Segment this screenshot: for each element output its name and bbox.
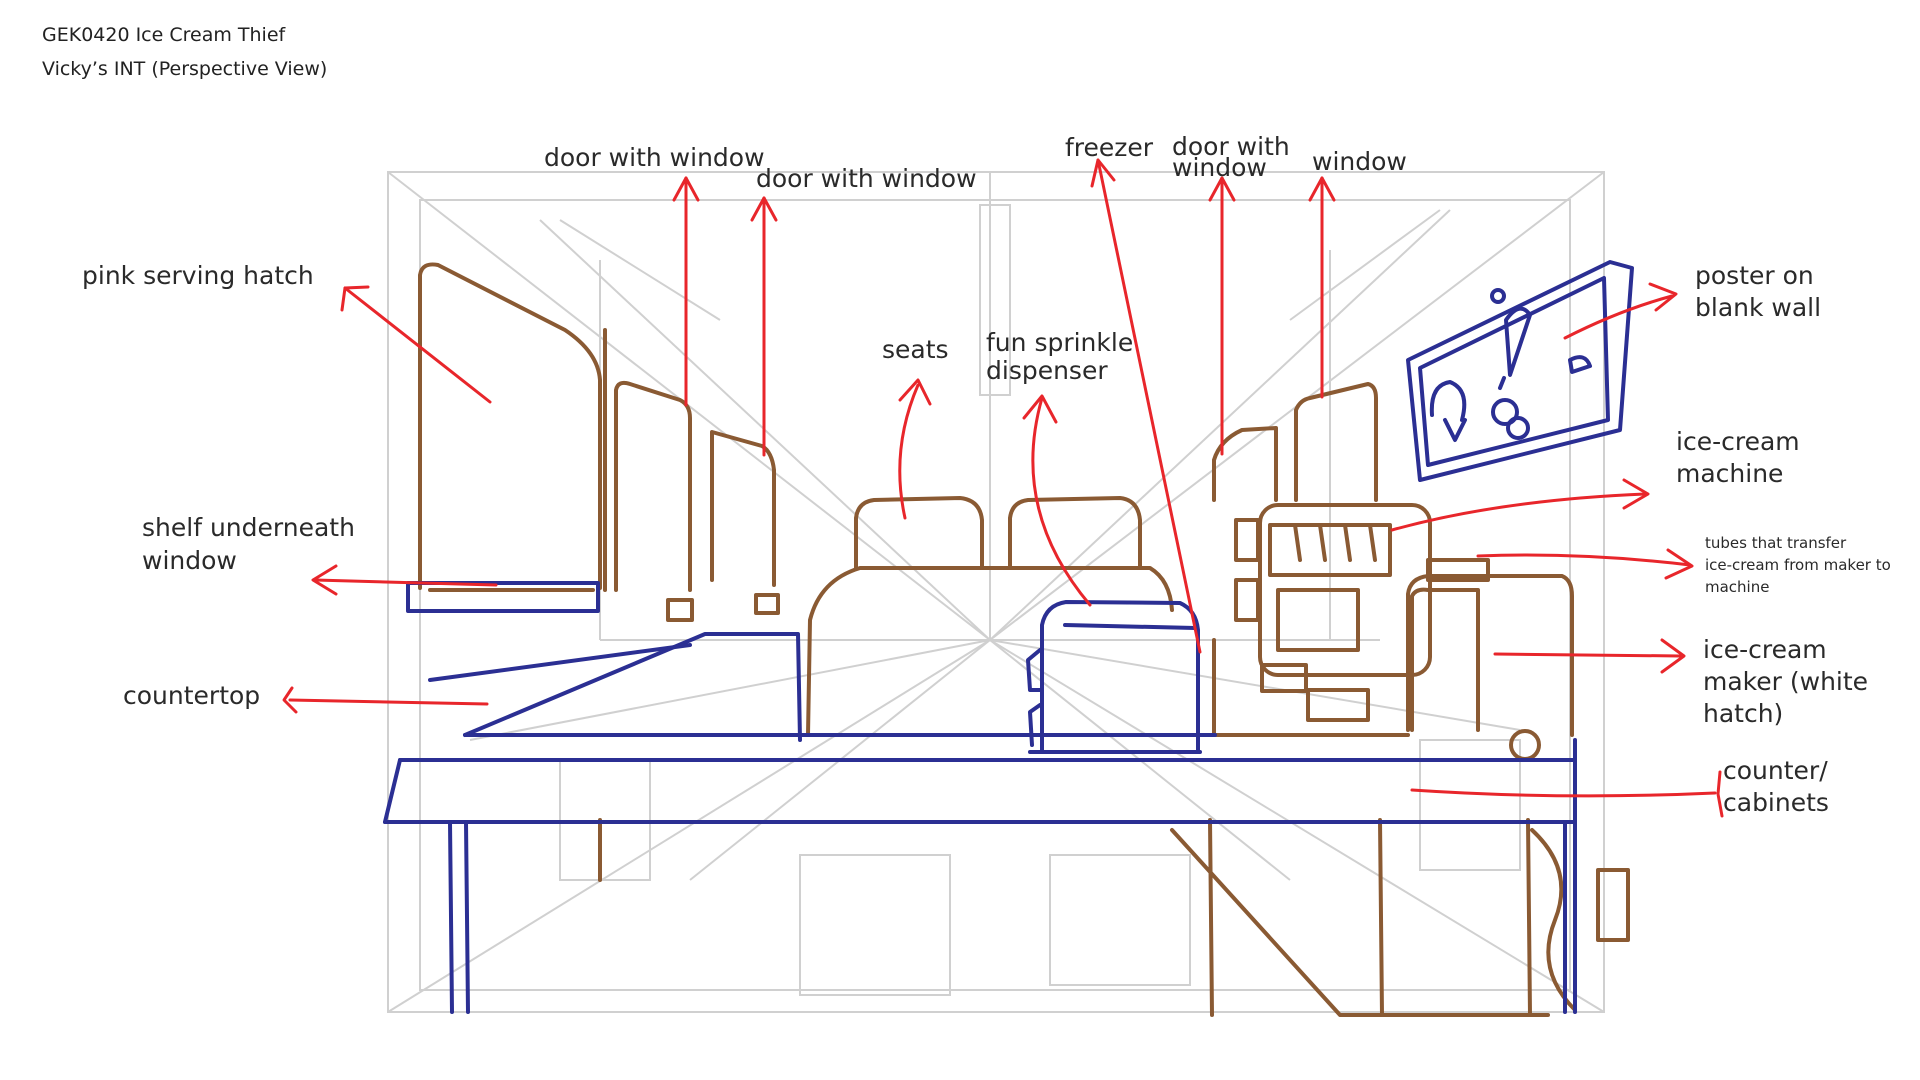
arrow-ice-cream-machine	[1390, 478, 1650, 532]
project-code-title: GEK0420 Ice Cream Thief	[42, 24, 286, 46]
label-maker-line2: maker (white	[1703, 667, 1869, 696]
arrow-pink-serving-hatch	[340, 285, 492, 404]
label-poster-line2: blank wall	[1695, 293, 1822, 322]
arrow-shelf	[311, 564, 498, 596]
arrow-maker	[1493, 638, 1686, 674]
label-shelf-line1: shelf underneath	[142, 513, 355, 542]
label-door-with-window-1: door with window	[544, 143, 765, 172]
view-subtitle: Vicky’s INT (Perspective View)	[42, 58, 328, 80]
arrow-freezer	[1090, 158, 1202, 654]
label-counter-line1: counter/	[1723, 756, 1828, 785]
arrow-counter	[1410, 770, 1724, 818]
label-seats: seats	[882, 335, 949, 364]
label-window: window	[1312, 147, 1407, 176]
label-poster-line1: poster on	[1695, 261, 1814, 290]
label-door-with-window-3-line2: window	[1172, 153, 1267, 182]
label-sprinkle-line2: dispenser	[986, 356, 1108, 385]
label-ice-cream-machine-line1: ice-cream	[1676, 427, 1800, 456]
label-sprinkle-line1: fun sprinkle	[986, 328, 1134, 357]
label-ice-cream-machine-line2: machine	[1676, 459, 1784, 488]
arrow-seats	[898, 378, 932, 520]
brown-furniture-sketch	[418, 262, 1630, 1017]
annotation-arrows	[282, 158, 1724, 818]
label-door-with-window-3-line1: door with	[1172, 132, 1290, 161]
arrow-door-with-window-2	[750, 196, 778, 457]
label-counter-line2: cabinets	[1723, 788, 1829, 817]
arrow-poster	[1563, 282, 1678, 340]
arrow-countertop	[282, 686, 489, 714]
label-shelf-line2: window	[142, 546, 237, 575]
label-tubes-line1: tubes that transfer	[1705, 534, 1847, 552]
arrow-door-with-window-3	[1208, 176, 1236, 456]
label-door-with-window-2: door with window	[756, 164, 977, 193]
label-maker-line3: hatch)	[1703, 699, 1784, 728]
blue-counter-sketch	[383, 260, 1634, 1014]
label-freezer: freezer	[1065, 133, 1154, 162]
label-pink-serving-hatch: pink serving hatch	[82, 261, 314, 290]
arrow-sprinkle	[1022, 394, 1092, 607]
label-tubes-line3: machine	[1705, 578, 1770, 596]
arrow-window	[1308, 176, 1336, 399]
label-tubes-line2: ice-cream from maker to	[1705, 556, 1891, 574]
label-countertop: countertop	[123, 681, 261, 710]
arrow-door-with-window-1	[672, 176, 700, 407]
arrow-tubes	[1476, 548, 1694, 580]
label-maker-line1: ice-cream	[1703, 635, 1827, 664]
